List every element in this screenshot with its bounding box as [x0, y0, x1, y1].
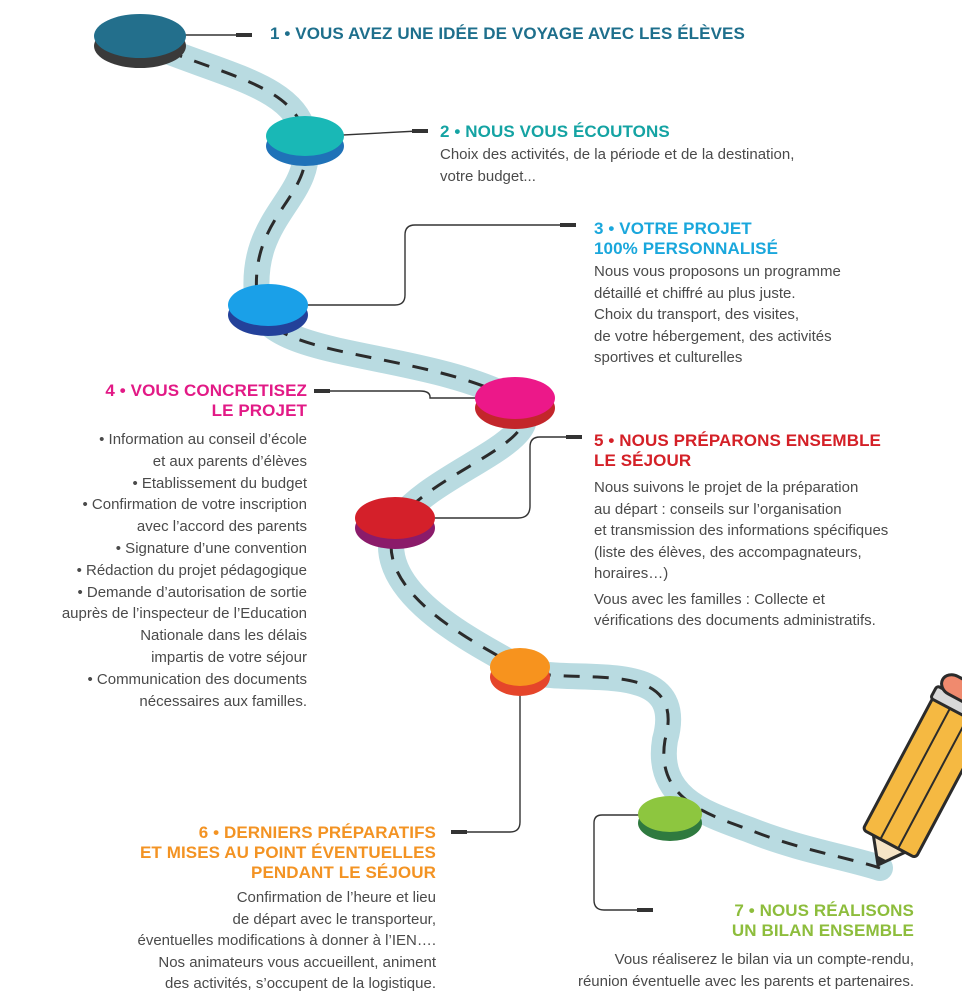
step-6-disc	[490, 648, 550, 696]
connector-2-tab	[412, 129, 428, 133]
step-7-disc	[638, 796, 702, 841]
connector-4-tab	[314, 389, 330, 393]
step-6: 6 • DERNIERS PRÉPARATIFS ET MISES AU POI…	[138, 823, 437, 995]
connector-5-tab	[566, 435, 582, 439]
connector-4	[320, 390, 515, 399]
pencil-icon	[862, 673, 962, 867]
connector-3	[268, 224, 563, 306]
step-6-body: Confirmation de l’heure et lieu de dépar…	[137, 889, 437, 992]
connector-6-tab	[451, 830, 467, 834]
step-5-disc	[355, 497, 435, 549]
connector-5	[395, 436, 573, 519]
step-1-title: 1 • VOUS AVEZ UNE IDÉE DE VOYAGE AVEC LE…	[270, 24, 745, 43]
step-1: 1 • VOUS AVEZ UNE IDÉE DE VOYAGE AVEC LE…	[270, 24, 745, 44]
step-3-title: 3 • VOTRE PROJET 100% PERSONNALISÉ	[594, 219, 779, 258]
step-5-title: 5 • NOUS PRÉPARONS ENSEMBLE LE SÉJOUR	[594, 431, 881, 470]
connector-1-tab	[236, 33, 252, 37]
step-6-title: 6 • DERNIERS PRÉPARATIFS ET MISES AU POI…	[139, 823, 436, 882]
step-2: 2 • NOUS VOUS ÉCOUTONS Choix des activit…	[440, 122, 794, 187]
step-2-body: Choix des activités, de la période et de…	[440, 146, 795, 185]
step-4-title: 4 • VOUS CONCRETISEZ LE PROJET	[105, 381, 307, 420]
step-7: 7 • NOUS RÉALISONS UN BILAN ENSEMBLE Vou…	[578, 901, 914, 992]
step-3-disc	[228, 284, 308, 336]
step-5: 5 • NOUS PRÉPARONS ENSEMBLE LE SÉJOUR No…	[594, 431, 888, 632]
connector-7-tab	[637, 908, 653, 912]
step-1-disc	[94, 14, 186, 68]
step-2-title: 2 • NOUS VOUS ÉCOUTONS	[440, 122, 670, 141]
connector-7	[593, 814, 670, 911]
step-7-body: Vous réaliserez le bilan via un compte-r…	[577, 951, 914, 990]
step-4: 4 • VOUS CONCRETISEZ LE PROJET • Informa…	[62, 381, 307, 712]
step-3: 3 • VOTRE PROJET 100% PERSONNALISÉ Nous …	[594, 219, 841, 369]
step-4-disc	[475, 377, 555, 429]
step-4-body: • Information au conseil d’école et aux …	[61, 431, 307, 710]
step-3-body: Nous vous proposons un programme détaill…	[594, 263, 841, 366]
step-5-body: Nous suivons le projet de la préparation…	[594, 479, 889, 629]
step-7-title: 7 • NOUS RÉALISONS UN BILAN ENSEMBLE	[731, 901, 914, 940]
connector-6	[465, 668, 521, 833]
step-2-disc	[266, 116, 344, 166]
connector-3-tab	[560, 223, 576, 227]
